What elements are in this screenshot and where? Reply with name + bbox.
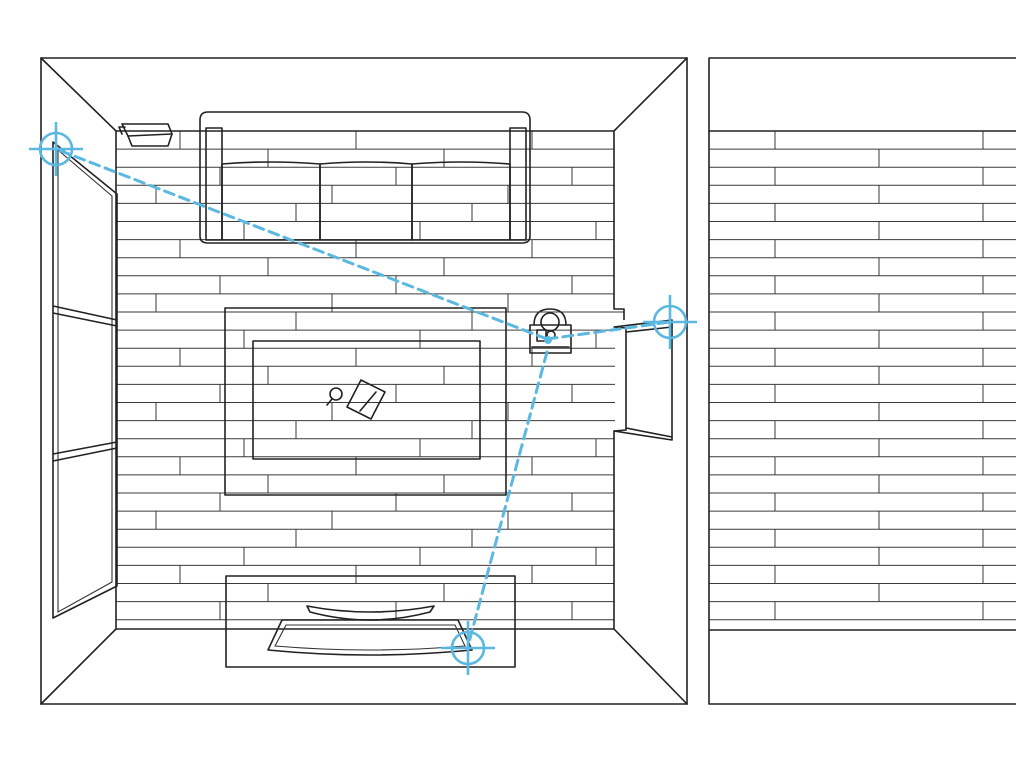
room-right-wall (708, 57, 1016, 705)
perspective-lines (40, 57, 688, 705)
robot-to-window-tag-line (54, 147, 549, 341)
target-crosshair-icon (441, 621, 495, 675)
tv-stand (225, 575, 516, 668)
target-crosshair-icon (29, 122, 83, 176)
room-floor-outline (115, 130, 625, 630)
rug (224, 307, 507, 496)
floor-robot-icon (529, 308, 572, 354)
robot-to-wall-tag-line (545, 320, 672, 341)
notepad-icon (346, 379, 386, 420)
magnifier-icon (326, 387, 343, 406)
doorway (613, 319, 683, 441)
floor-planks-left (116, 131, 624, 621)
room-outer-wall (40, 57, 688, 705)
window-left-wall (52, 141, 118, 619)
room-right (708, 57, 1016, 705)
target-crosshair-icon (643, 295, 697, 349)
floor-planks-right (709, 131, 1016, 621)
link-lines (54, 147, 672, 648)
robot-to-tv-tag-line (466, 350, 549, 648)
room-left (29, 57, 697, 705)
coffee-table (252, 340, 481, 460)
robot-link-origin (544, 336, 552, 344)
wall-projector-icon (118, 123, 173, 147)
sofa (199, 111, 531, 244)
